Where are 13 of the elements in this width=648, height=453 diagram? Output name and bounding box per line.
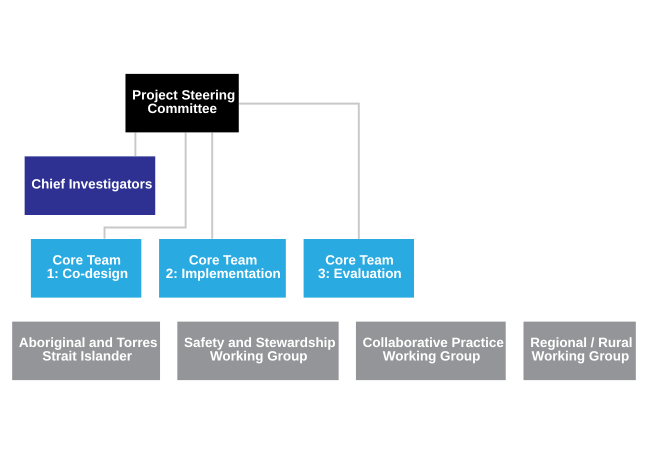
node-box: Core Team 3: Evaluation bbox=[304, 238, 414, 298]
node-box: Regional / Rural Working Group bbox=[524, 321, 636, 380]
node-box: Collaborative Practice Working Group bbox=[356, 321, 506, 380]
node-box: Chief Investigators bbox=[24, 156, 156, 214]
connector bbox=[134, 132, 136, 156]
node-box: Core Team 2: Implementation bbox=[159, 238, 286, 298]
node-box: Aboriginal and Torres Strait Islander bbox=[12, 321, 160, 380]
node-box: Project Steering Committee bbox=[125, 73, 239, 132]
connector bbox=[239, 102, 360, 238]
connector bbox=[211, 132, 214, 238]
connector bbox=[104, 132, 187, 238]
node-box: Safety and Stewardship Working Group bbox=[177, 321, 339, 380]
node-box: Core Team 1: Co-design bbox=[30, 238, 142, 298]
